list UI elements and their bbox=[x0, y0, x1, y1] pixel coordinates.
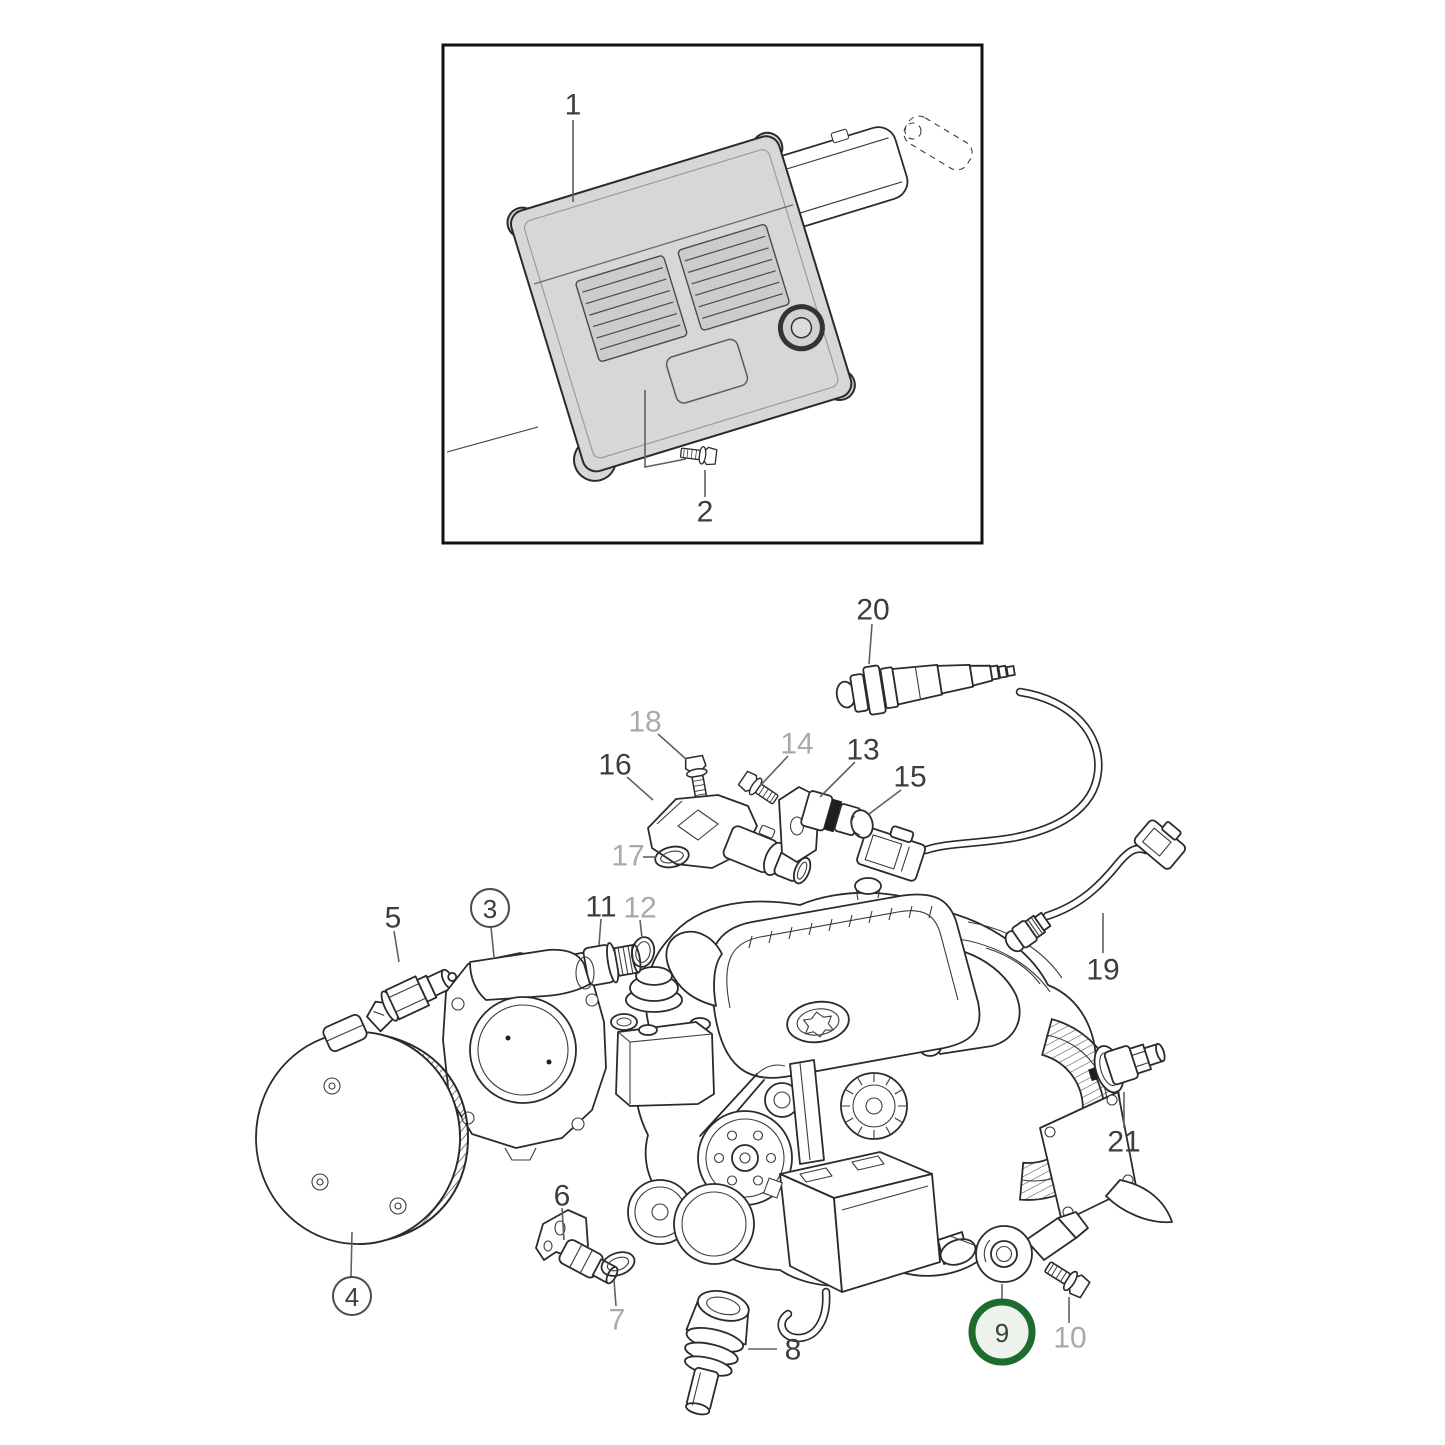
callout-16[interactable]: 16 bbox=[598, 749, 654, 801]
callout-3-number[interactable]: 3 bbox=[483, 894, 497, 924]
callout-19[interactable]: 19 bbox=[1086, 913, 1120, 987]
part-12-o-ring bbox=[630, 936, 656, 968]
part-9-knock-sensor bbox=[949, 1211, 1089, 1283]
callout-12-leader bbox=[639, 919, 643, 939]
part-3-throttle-body bbox=[442, 948, 607, 1161]
callout-10[interactable]: 10 bbox=[1053, 1297, 1087, 1355]
callout-21[interactable]: 21 bbox=[1107, 1092, 1141, 1159]
callout-11[interactable]: 11 bbox=[585, 891, 617, 946]
callout-2-number[interactable]: 2 bbox=[697, 496, 714, 529]
part-19-oxygen-sensor bbox=[1004, 819, 1186, 953]
callout-4[interactable]: 4 bbox=[332, 1231, 372, 1316]
engine-right-bracket bbox=[1039, 1091, 1173, 1224]
callout-7-number[interactable]: 7 bbox=[609, 1304, 626, 1337]
callout-18-leader bbox=[657, 733, 687, 760]
engine-intake-cover bbox=[708, 877, 981, 1079]
part-15-seal bbox=[850, 809, 874, 839]
part-16-map-sensor bbox=[647, 794, 812, 885]
ecu-drawing bbox=[506, 131, 856, 482]
callout-7-leader bbox=[613, 1279, 617, 1307]
inset-box-frame bbox=[441, 43, 984, 545]
callout-19-number[interactable]: 19 bbox=[1086, 954, 1119, 987]
callout-6-number[interactable]: 6 bbox=[554, 1180, 571, 1213]
callout-13-number[interactable]: 13 bbox=[846, 734, 879, 767]
callout-4-leader bbox=[350, 1231, 353, 1278]
callout-12[interactable]: 12 bbox=[623, 892, 657, 939]
part-6-bracket-sensor bbox=[535, 1209, 619, 1285]
ecu-vent-grilles bbox=[575, 223, 790, 362]
callout-15[interactable]: 15 bbox=[868, 761, 927, 815]
part-14-screw bbox=[736, 769, 782, 809]
callouts-layer: 1 2 3 4 5 6 7 bbox=[332, 89, 1141, 1367]
part-4-air-cleaner bbox=[255, 1014, 470, 1245]
callout-21-number[interactable]: 21 bbox=[1107, 1126, 1140, 1159]
ecu-screw-drawing bbox=[679, 443, 718, 467]
callout-15-number[interactable]: 15 bbox=[893, 761, 926, 794]
callout-9-highlight-circle[interactable] bbox=[968, 1298, 1036, 1366]
callout-5-number[interactable]: 5 bbox=[385, 902, 402, 935]
callout-18-number[interactable]: 18 bbox=[628, 706, 661, 739]
engine-drawing bbox=[610, 877, 1173, 1343]
part-19-connector bbox=[1133, 819, 1186, 870]
callout-1[interactable]: 1 bbox=[565, 89, 582, 203]
part-17-o-ring bbox=[654, 845, 690, 869]
callout-13[interactable]: 13 bbox=[819, 734, 880, 798]
callout-20-leader bbox=[868, 623, 873, 665]
callout-10-number[interactable]: 10 bbox=[1053, 1322, 1086, 1355]
engine-left-fittings bbox=[610, 930, 723, 1107]
callout-9-number[interactable]: 9 bbox=[995, 1318, 1009, 1348]
callout-20[interactable]: 20 bbox=[856, 594, 890, 665]
callout-1-number[interactable]: 1 bbox=[565, 89, 582, 122]
callout-11-number[interactable]: 11 bbox=[585, 891, 616, 924]
callout-9-highlighted[interactable]: 9 bbox=[968, 1284, 1036, 1366]
callout-13-leader bbox=[819, 761, 856, 798]
callout-6[interactable]: 6 bbox=[554, 1180, 571, 1241]
engine-front-drive bbox=[627, 1059, 908, 1265]
air-cleaner-screws bbox=[311, 1077, 407, 1215]
part-8-temp-sensor bbox=[684, 1290, 750, 1416]
callout-20-number[interactable]: 20 bbox=[856, 594, 889, 627]
callout-12-number[interactable]: 12 bbox=[623, 892, 656, 925]
callout-3[interactable]: 3 bbox=[470, 888, 510, 958]
engine-oil-cap bbox=[786, 1000, 850, 1044]
ecu-bracket-hidden-drawing bbox=[903, 115, 973, 171]
callout-14[interactable]: 14 bbox=[759, 728, 814, 787]
callout-6-leader bbox=[561, 1207, 565, 1241]
callout-14-leader bbox=[759, 755, 789, 787]
callout-7[interactable]: 7 bbox=[609, 1279, 626, 1337]
ecu-label-plate bbox=[665, 338, 749, 404]
part-18-screw bbox=[683, 754, 713, 801]
callout-18[interactable]: 18 bbox=[628, 706, 687, 760]
ecu-pointer-line bbox=[446, 426, 539, 453]
callout-4-number[interactable]: 4 bbox=[345, 1282, 359, 1312]
callout-2-leader bbox=[644, 390, 687, 468]
callout-3-leader bbox=[490, 926, 495, 958]
callout-16-number[interactable]: 16 bbox=[598, 749, 631, 782]
callout-17[interactable]: 17 bbox=[611, 840, 656, 873]
callout-8[interactable]: 8 bbox=[748, 1334, 801, 1367]
callout-15-leader bbox=[868, 789, 902, 815]
callout-3-circle[interactable] bbox=[470, 888, 510, 928]
callout-17-number[interactable]: 17 bbox=[611, 840, 644, 873]
engine-coil-box bbox=[762, 1151, 977, 1343]
ecu-inset-box bbox=[441, 43, 984, 545]
callout-5[interactable]: 5 bbox=[385, 902, 402, 963]
part-7-o-ring bbox=[600, 1251, 636, 1277]
part-21-sensor bbox=[1088, 1042, 1166, 1094]
callout-4-circle[interactable] bbox=[332, 1276, 372, 1316]
part-10-screw bbox=[1041, 1256, 1092, 1300]
callout-8-number[interactable]: 8 bbox=[785, 1334, 802, 1367]
part-5-pressure-switch bbox=[366, 968, 458, 1033]
callout-16-leader bbox=[626, 776, 654, 801]
part-20-oxygen-sensor bbox=[835, 663, 1103, 882]
callout-11-leader bbox=[598, 918, 602, 946]
part-20-connector bbox=[856, 825, 927, 882]
callout-5-leader bbox=[393, 930, 400, 963]
callout-14-number[interactable]: 14 bbox=[780, 728, 813, 761]
callout-2[interactable]: 2 bbox=[644, 390, 714, 529]
